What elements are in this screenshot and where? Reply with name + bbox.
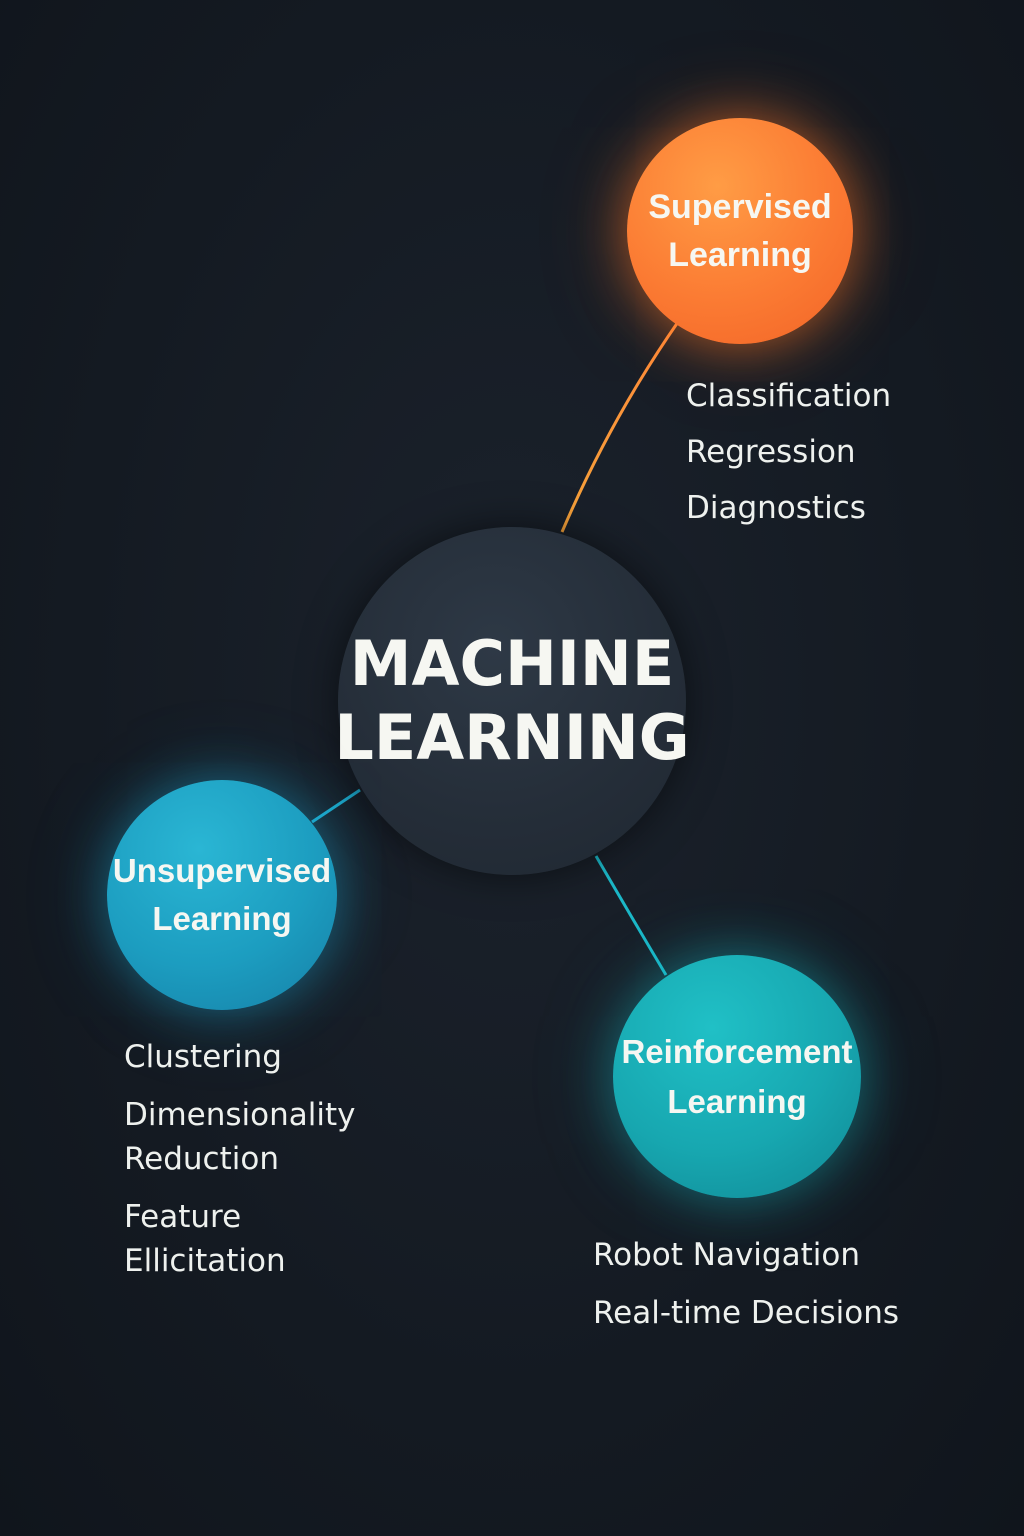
list-item: Classification — [686, 378, 892, 414]
list-item: Feature Ellicitation — [124, 1199, 286, 1279]
supervised-connector — [560, 321, 680, 533]
machine-learning-node: MACHINE LEARNING — [334, 527, 690, 875]
list-item: Dimensionality Reduction — [124, 1097, 356, 1177]
reinforcement-title-line-1: Reinforcement — [621, 1032, 853, 1070]
center-title-line-1: MACHINE — [349, 627, 675, 700]
unsupervised-title-line-1: Unsupervised — [112, 852, 332, 889]
list-item: Regression — [686, 434, 856, 470]
list-item: Real-time Decisions — [593, 1295, 900, 1331]
unsupervised-title-line-2: Learning — [152, 900, 292, 937]
reinforcement-title-line-2: Learning — [667, 1082, 807, 1120]
supervised-learning-node: Supervised Learning — [627, 118, 853, 344]
list-item: Robot Navigation — [593, 1237, 860, 1273]
center-title-line-2: LEARNING — [334, 701, 690, 774]
list-item: Diagnostics — [686, 490, 866, 526]
reinforcement-items-list: Robot Navigation Real-time Decisions — [593, 1226, 899, 1342]
reinforcement-learning-node: Reinforcement Learning — [613, 955, 861, 1198]
supervised-items-list: Classification Regression Diagnostics — [686, 368, 891, 536]
unsupervised-learning-node: Unsupervised Learning — [107, 780, 337, 1010]
reinforcement-connector — [594, 855, 668, 976]
unsupervised-items-list: Clustering Dimensionality Reduction Feat… — [124, 1035, 404, 1297]
supervised-title-line-2: Learning — [668, 236, 812, 274]
supervised-title-line-1: Supervised — [648, 188, 832, 226]
list-item: Clustering — [124, 1039, 282, 1075]
unsupervised-connector — [311, 788, 361, 824]
